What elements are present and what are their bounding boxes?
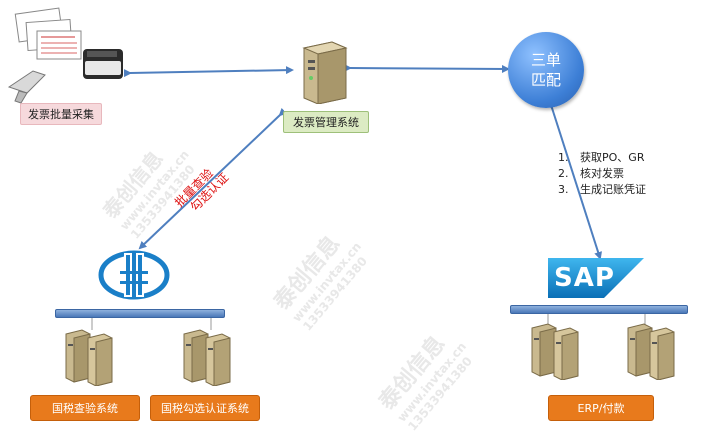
step-item: 2.核对发票 bbox=[558, 167, 624, 180]
step-item: 1.获取PO、GR bbox=[558, 151, 645, 164]
sap-logo: SAP bbox=[548, 258, 644, 302]
server-icon bbox=[302, 41, 348, 104]
match-line-2: 匹配 bbox=[530, 71, 561, 89]
tax-cert-system-label: 国税勾选认证系统 bbox=[150, 395, 260, 421]
server-icon bbox=[531, 323, 579, 380]
server-icon bbox=[183, 329, 231, 386]
network-bus-right bbox=[510, 305, 688, 314]
process-steps: 1.获取PO、GR 2.核对发票 3.生成记账凭证 bbox=[558, 150, 646, 198]
invoice-capture-label: 发票批量采集 bbox=[20, 103, 102, 125]
server-icon bbox=[627, 323, 675, 380]
tax-bureau-logo-icon bbox=[98, 250, 170, 300]
sap-logo-icon bbox=[548, 258, 644, 298]
scanner-icon bbox=[7, 7, 123, 104]
arrow-capture-to-system bbox=[123, 66, 294, 78]
tax-check-system-label: 国税查验系统 bbox=[30, 395, 140, 421]
network-bus-left bbox=[55, 309, 225, 318]
match-line-1: 三单 bbox=[530, 51, 561, 69]
step-item: 3.生成记账凭证 bbox=[558, 183, 646, 196]
arrow-system-to-tax bbox=[138, 107, 288, 250]
erp-payment-label: ERP/付款 bbox=[548, 395, 654, 421]
server-icon bbox=[65, 329, 113, 386]
three-way-match-circle: 三单 匹配 bbox=[508, 32, 584, 108]
arrow-match-to-sap bbox=[546, 101, 602, 260]
sap-logo-text: SAP bbox=[554, 263, 615, 293]
arrow-system-to-match bbox=[343, 63, 510, 73]
invoice-system-label: 发票管理系统 bbox=[283, 111, 369, 133]
